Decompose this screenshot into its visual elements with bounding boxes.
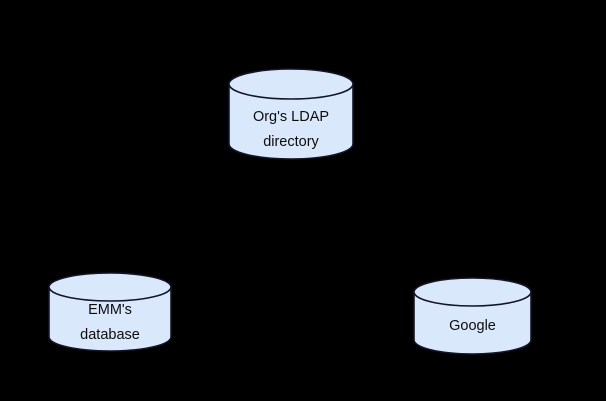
database-cylinder-icon	[228, 68, 354, 160]
node-google[interactable]: Google	[413, 277, 532, 355]
database-cylinder-icon	[413, 277, 532, 355]
database-cylinder-icon	[48, 272, 172, 352]
node-emm-database[interactable]: EMM's database	[48, 272, 172, 352]
node-ldap-directory[interactable]: Org's LDAP directory	[228, 68, 354, 160]
